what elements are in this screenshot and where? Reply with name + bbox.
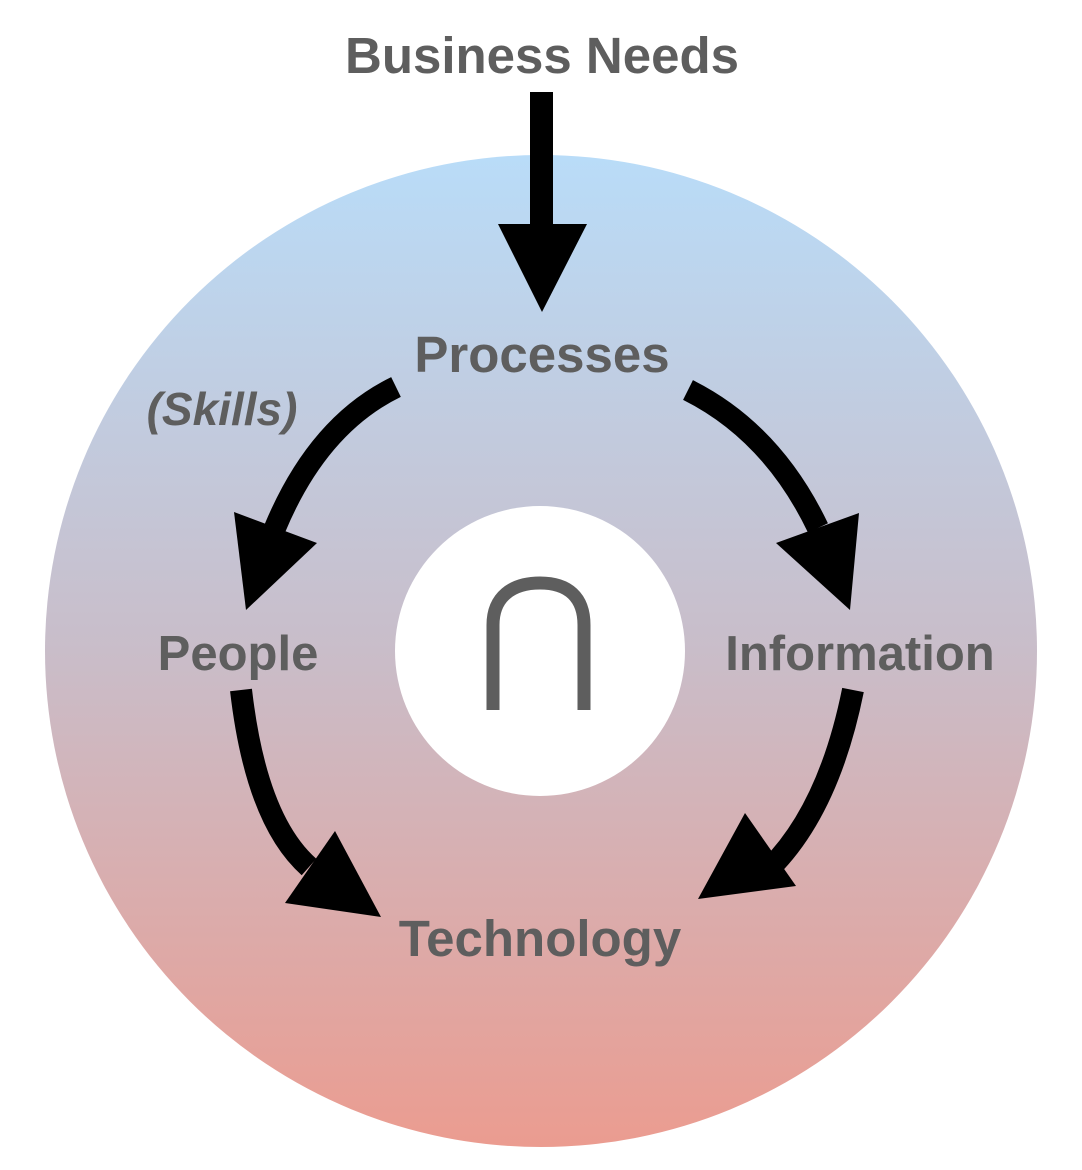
skills-annotation: (Skills) — [147, 383, 298, 435]
information-label: Information — [725, 627, 994, 681]
arrow-processes-to-people — [234, 377, 401, 610]
arrow-information-to-technology — [698, 687, 864, 899]
arrow-people-to-technology — [230, 688, 381, 917]
technology-label: Technology — [399, 910, 682, 967]
center-circle — [395, 506, 685, 796]
business-needs-label: Business Needs — [345, 27, 739, 84]
intersection-symbol — [486, 576, 591, 710]
arrow-processes-to-information — [683, 380, 859, 610]
processes-label: Processes — [414, 326, 669, 383]
people-label: People — [158, 627, 319, 681]
arrow-business-to-processes — [498, 92, 587, 312]
